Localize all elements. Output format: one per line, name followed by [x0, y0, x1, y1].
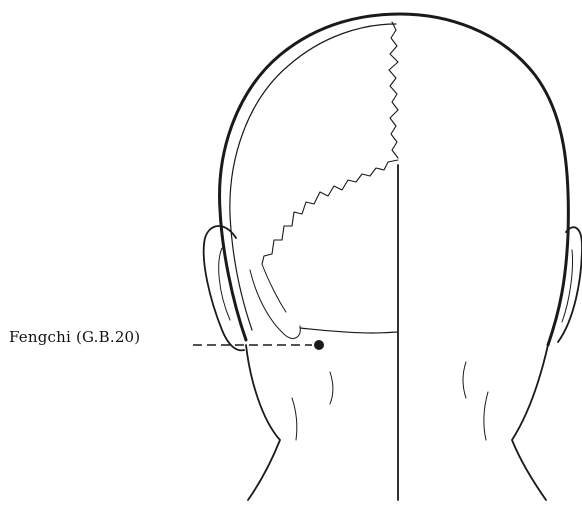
neck-muscle-right	[484, 392, 488, 440]
hairline	[300, 328, 398, 333]
fengchi-point-marker	[314, 340, 324, 350]
neck-muscle-left	[292, 398, 297, 440]
neck-muscle-right-2	[463, 362, 466, 398]
skull-inner-outline	[230, 24, 396, 330]
suture-tail	[262, 264, 286, 312]
right-ear	[558, 227, 582, 342]
left-ear-lobe	[250, 270, 300, 338]
neck-muscle-left-2	[330, 372, 333, 404]
skull-outline	[220, 14, 569, 345]
sagittal-suture	[389, 22, 398, 158]
neck-left-outline	[246, 345, 280, 500]
lambdoid-suture	[262, 160, 398, 264]
neck-right-outline	[512, 345, 548, 500]
acupoint-label: Fengchi (G.B.20)	[9, 328, 140, 346]
